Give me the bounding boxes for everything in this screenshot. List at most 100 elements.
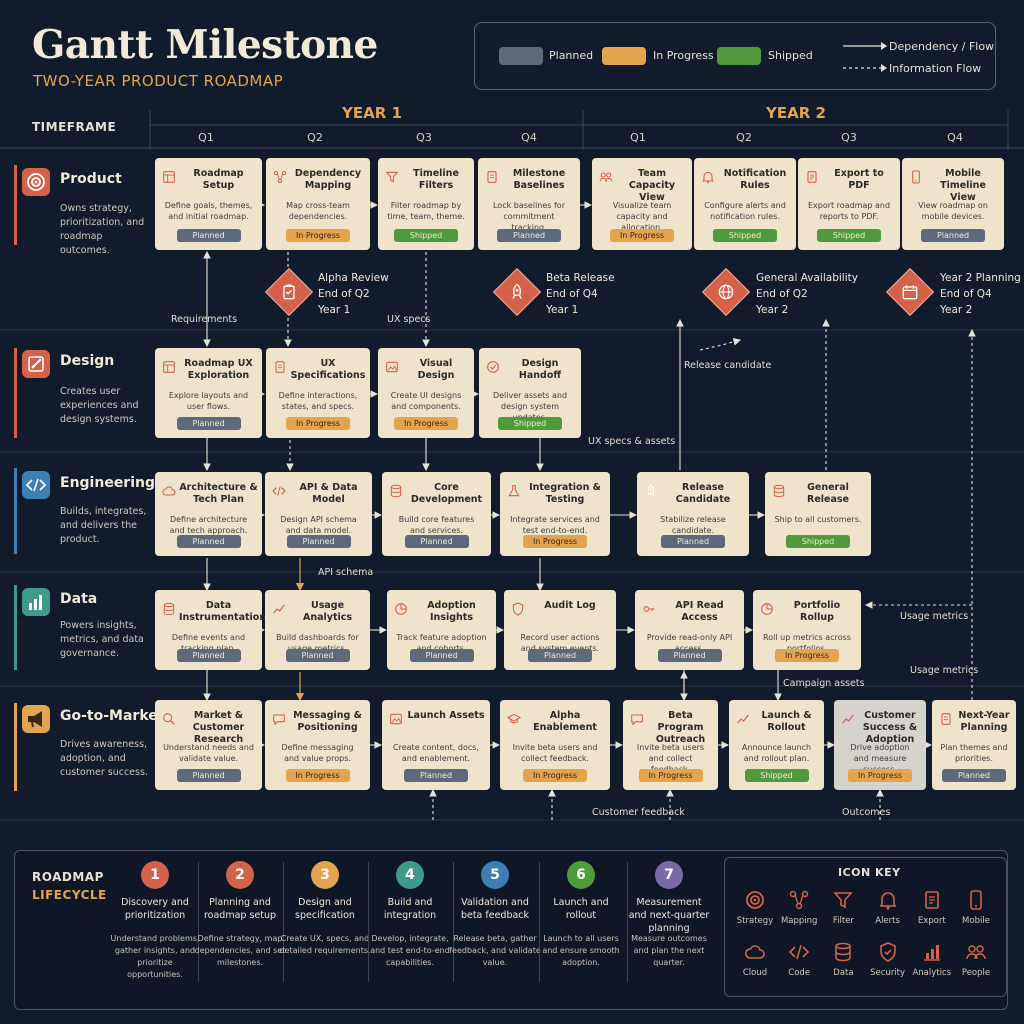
clipboard-icon bbox=[279, 282, 299, 302]
chat-icon bbox=[629, 711, 645, 727]
status-badge: In Progress bbox=[285, 769, 350, 782]
card-desc: Define goals, themes, and initial roadma… bbox=[164, 201, 253, 221]
chat-icon bbox=[271, 711, 287, 727]
step-3-number: 3 bbox=[311, 861, 339, 889]
check-icon bbox=[485, 359, 501, 375]
card-title: Beta Program Outreach bbox=[655, 710, 706, 745]
edit-icon bbox=[22, 350, 50, 378]
card-title: Messaging & Positioning bbox=[293, 710, 362, 733]
status-badge: Planned bbox=[404, 535, 469, 548]
icon-key-title: ICON KEY bbox=[838, 866, 901, 879]
icon-key-label: Mobile bbox=[962, 916, 990, 926]
status-badge: In Progress bbox=[286, 417, 350, 430]
flow-label-requirements: Requirements bbox=[171, 314, 238, 325]
status-badge: Shipped bbox=[744, 769, 809, 782]
card-desc: Announce launch and rollout plan. bbox=[741, 743, 812, 763]
analytics-icon bbox=[22, 588, 50, 616]
legend-planned-label: Planned bbox=[549, 49, 594, 62]
card-desc: View roadmap on mobile devices. bbox=[918, 201, 988, 221]
legend-planned-swatch bbox=[499, 47, 543, 65]
card-desc: Design API schema and data model. bbox=[280, 515, 357, 535]
card-title: Launch Assets bbox=[407, 710, 485, 721]
code-icon bbox=[22, 471, 50, 499]
filter-icon bbox=[384, 169, 400, 185]
calendar-icon bbox=[900, 282, 920, 302]
status-badge: Planned bbox=[497, 229, 561, 242]
card-desc: Configure alerts and notification rules. bbox=[704, 201, 786, 221]
quarter-y2-q3: Q3 bbox=[841, 131, 857, 144]
flow-label-campaign-assets: Campaign assets bbox=[783, 678, 865, 689]
lane-data-name: Data bbox=[60, 591, 98, 607]
lane-gtm-name: Go-to-Market bbox=[60, 708, 165, 724]
card-desc: Ship to all customers. bbox=[774, 515, 862, 524]
step-7-number: 7 bbox=[655, 861, 683, 889]
lane-data-bar bbox=[14, 585, 17, 670]
milestone-when: End of Q4 bbox=[940, 288, 992, 300]
pie-icon bbox=[393, 601, 409, 617]
timeframe-label: TIMEFRAME bbox=[32, 120, 117, 134]
flow-label-api-schema: API schema bbox=[318, 567, 374, 578]
card-desc: Build core features and services. bbox=[398, 515, 475, 535]
card-title: API Read Access bbox=[675, 600, 724, 623]
step-5-title: Validation and beta feedback bbox=[460, 897, 530, 921]
milestone-when: End of Q2 bbox=[756, 288, 808, 300]
card-title: Data Instrumentation bbox=[179, 600, 267, 623]
step-divider bbox=[453, 862, 454, 982]
card-desc: Map cross-team dependencies. bbox=[286, 201, 350, 221]
export-icon bbox=[920, 888, 944, 912]
flow-label-customer-feedback: Customer feedback bbox=[592, 807, 685, 818]
data-icon bbox=[831, 940, 855, 964]
quarter-y1-q2: Q2 bbox=[307, 131, 323, 144]
card-title: Milestone Baselines bbox=[512, 168, 566, 191]
step-3-title: Design and specification bbox=[295, 897, 355, 921]
card-desc: Create content, docs, and enablement. bbox=[393, 743, 479, 763]
card-title: Dependency Mapping bbox=[294, 168, 362, 191]
step-4-number: 4 bbox=[396, 861, 424, 889]
step-2-title: Planning and roadmap setup bbox=[203, 897, 277, 921]
data-icon bbox=[161, 601, 177, 617]
legend-in-progress-swatch bbox=[602, 47, 646, 65]
doc-icon bbox=[272, 359, 288, 375]
status-badge: In Progress bbox=[610, 229, 674, 242]
card-desc: Build dashboards for usage metrics. bbox=[276, 633, 359, 653]
card-desc: Create UI designs and components. bbox=[390, 391, 462, 411]
card-title: Market & Customer Research bbox=[192, 710, 245, 745]
card-desc: Understand needs and validate value. bbox=[163, 743, 254, 763]
lane-design-bar bbox=[14, 348, 17, 438]
card-title: UX Specifications bbox=[290, 358, 366, 381]
image-icon bbox=[384, 359, 400, 375]
lifecycle-title: ROADMAP LIFECYCLE bbox=[32, 870, 107, 902]
